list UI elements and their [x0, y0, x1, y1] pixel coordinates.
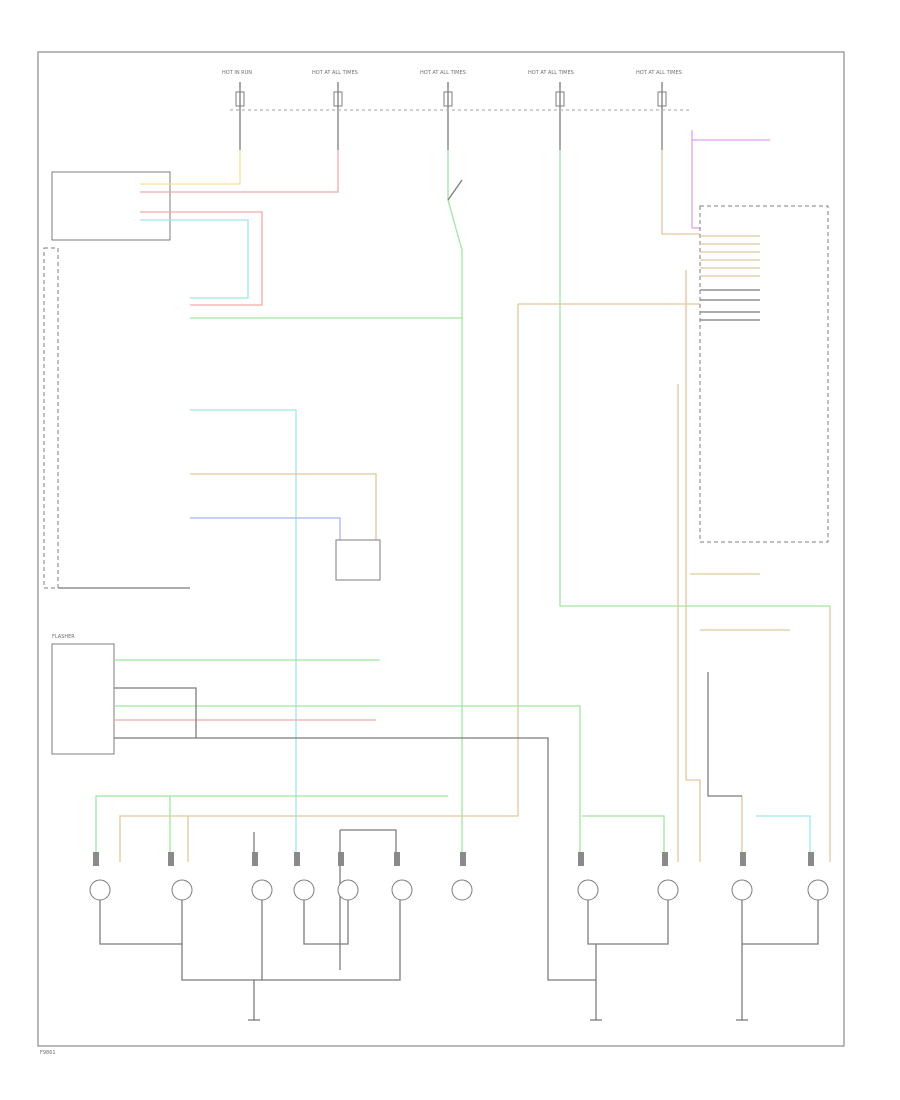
lamp-left-rear-stop	[577, 879, 599, 901]
wire-cyan-right-lamp	[756, 815, 811, 862]
ground-mid	[261, 900, 349, 980]
page-number: F9861	[40, 1050, 56, 1056]
lamp-left-front-turn	[89, 879, 111, 901]
wire-cyan-turn	[190, 409, 297, 862]
wire-tan-right-1	[685, 270, 701, 862]
flasher-label: FLASHER	[52, 634, 75, 640]
lamp-left-rear-turn	[657, 879, 679, 901]
diagram-frame	[37, 51, 845, 1047]
fuse-1	[235, 91, 245, 107]
fuse-header-1: HOT IN RUN	[222, 70, 252, 150]
fuse-label-hot-all-4: HOT AT ALL TIMES	[636, 70, 682, 76]
lamp-indicator	[293, 879, 315, 901]
wire-green-bus	[95, 795, 448, 862]
fuse-4	[555, 91, 565, 107]
headlamp-switch-block	[51, 171, 171, 241]
wire-black-hazard-2	[114, 687, 197, 738]
fuse-header-2: HOT AT ALL TIMES	[312, 70, 358, 150]
fuse-header-4: HOT AT ALL TIMES	[528, 70, 574, 150]
hazard-flasher-block	[51, 643, 115, 755]
fuse-header-5: HOT AT ALL TIMES	[636, 70, 682, 150]
wire-green-hazard-r	[114, 705, 581, 862]
multifunction-switch-block	[43, 247, 59, 589]
wire-green-fuse4	[559, 150, 830, 607]
ground-rear-right	[741, 900, 819, 1020]
fuse-label-hot-all-1: HOT AT ALL TIMES	[312, 70, 358, 76]
lamp-right-rear-stop	[731, 879, 753, 901]
lamp-left-side-marker	[251, 879, 273, 901]
right-relay-module	[699, 205, 829, 543]
wire-violet	[691, 130, 770, 229]
fuse-2	[333, 91, 343, 107]
wire-cyan-side	[140, 219, 249, 299]
fuse-label-hot-run: HOT IN RUN	[222, 70, 252, 76]
wire-tan-down	[119, 304, 519, 862]
fuse-label-hot-all-2: HOT AT ALL TIMES	[420, 70, 466, 76]
fuse-3	[443, 91, 453, 107]
ground-rear-left	[587, 900, 669, 1020]
lamp-connectors	[93, 852, 814, 866]
wire-red-top	[140, 150, 339, 193]
wire-yellow-top	[140, 150, 241, 185]
fuse-5	[657, 91, 667, 107]
wire-tan-fuse5	[661, 150, 700, 235]
wire-black-hazard	[114, 737, 596, 981]
wire-red-side	[140, 211, 263, 306]
wire-blue-turn	[190, 517, 341, 540]
lamp-left-front-park	[171, 879, 193, 901]
wire-green-fuse3	[447, 150, 463, 862]
lamp-right-indicator	[337, 879, 359, 901]
trailer-lamp-switch	[335, 539, 381, 581]
lamp-right-rear-turn	[807, 879, 829, 901]
lamps	[89, 879, 829, 901]
fuse-label-hot-all-3: HOT AT ALL TIMES	[528, 70, 574, 76]
right-module-pins	[700, 235, 760, 321]
wire-black-right	[707, 672, 742, 797]
wire-green-right-lamp	[582, 815, 665, 862]
fuse-header-3: HOT AT ALL TIMES	[420, 70, 466, 150]
wire-tan-turn	[190, 473, 377, 540]
lamp-center-high-mount	[451, 879, 473, 901]
lamp-right-front-turn	[391, 879, 413, 901]
ground-front-left	[99, 900, 401, 981]
brake-switch	[447, 179, 463, 201]
